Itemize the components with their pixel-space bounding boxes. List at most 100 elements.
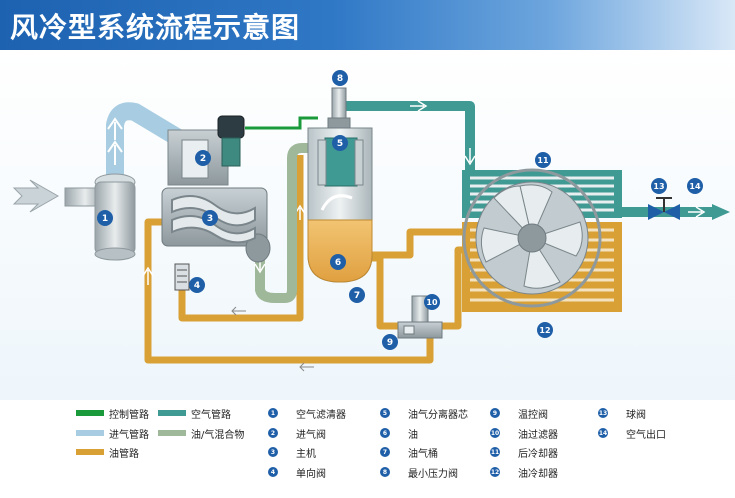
component-number: 12 bbox=[490, 467, 500, 477]
legend-label: 空气管路 bbox=[191, 409, 231, 421]
component-number: 10 bbox=[490, 428, 500, 438]
component-item: 7 油气桶 bbox=[380, 445, 438, 460]
legend-oil-line: 油管路 bbox=[76, 445, 139, 460]
badge-label: 1 bbox=[102, 214, 108, 224]
badge-air-outlet: 14 bbox=[687, 178, 703, 194]
component-name: 油气分离器芯 bbox=[408, 409, 468, 421]
legend-label: 油/气混合物 bbox=[191, 429, 245, 441]
legend-label: 控制管路 bbox=[109, 409, 149, 421]
flow-diagram-svg: 1 2 3 4 5 6 7 8 9 10 11 12 bbox=[12, 70, 730, 372]
control-line bbox=[245, 116, 318, 130]
legend-intake-line: 进气管路 bbox=[76, 426, 149, 441]
legend-control-line: 控制管路 bbox=[76, 406, 149, 421]
badge-air-filter: 1 bbox=[97, 210, 113, 226]
component-name: 油气桶 bbox=[408, 448, 438, 460]
mixture-line bbox=[255, 143, 320, 303]
badge-intake-valve: 2 bbox=[195, 150, 211, 166]
component-item: 9 温控阀 bbox=[490, 406, 548, 421]
intake-arrow bbox=[12, 179, 60, 213]
legend-label: 进气管路 bbox=[109, 429, 149, 441]
component-name: 油 bbox=[408, 429, 418, 441]
badge-label: 6 bbox=[335, 258, 341, 268]
badge-label: 3 bbox=[207, 214, 213, 224]
component-name: 温控阀 bbox=[518, 409, 548, 421]
min-pressure-valve bbox=[327, 87, 351, 129]
component-name: 空气滤清器 bbox=[296, 409, 346, 421]
legend-swatch bbox=[158, 430, 186, 436]
badge-separator: 5 bbox=[332, 135, 348, 151]
badge-check-valve: 4 bbox=[189, 277, 205, 293]
component-number: 3 bbox=[268, 447, 278, 457]
component-number: 4 bbox=[268, 467, 278, 477]
badge-tank: 7 bbox=[349, 287, 365, 303]
component-item: 12 油冷却器 bbox=[490, 465, 558, 480]
component-number: 11 bbox=[490, 447, 500, 457]
component-name: 空气出口 bbox=[626, 429, 666, 441]
badge-label: 7 bbox=[354, 291, 360, 301]
component-number: 6 bbox=[380, 428, 390, 438]
badge-ball-valve: 13 bbox=[651, 178, 667, 194]
component-item: 2 进气阀 bbox=[268, 426, 326, 441]
badge-label: 8 bbox=[337, 74, 343, 84]
page-title: 风冷型系统流程示意图 bbox=[10, 11, 301, 44]
component-number: 8 bbox=[380, 467, 390, 477]
component-number: 13 bbox=[598, 408, 608, 418]
component-item: 13 球阀 bbox=[598, 406, 646, 421]
check-valve bbox=[174, 263, 190, 291]
thermostatic-valve bbox=[397, 321, 443, 339]
component-item: 4 单向阀 bbox=[268, 465, 326, 480]
component-name: 油过滤器 bbox=[518, 429, 558, 441]
component-item: 14 空气出口 bbox=[598, 426, 666, 441]
badge-compressor: 3 bbox=[202, 210, 218, 226]
badge-label: 13 bbox=[653, 182, 664, 191]
badge-label: 4 bbox=[194, 281, 200, 291]
component-item: 1 空气滤清器 bbox=[268, 406, 346, 421]
badge-oil-filter: 10 bbox=[424, 294, 440, 310]
badge-min-pressure-valve: 8 bbox=[332, 70, 348, 86]
badge-label: 10 bbox=[426, 298, 438, 307]
component-name: 单向阀 bbox=[296, 468, 326, 480]
component-number: 7 bbox=[380, 447, 390, 457]
legend-swatch bbox=[76, 430, 104, 436]
legend-mixture-line: 油/气混合物 bbox=[158, 426, 245, 441]
title-banner: 风冷型系统流程示意图 bbox=[0, 0, 735, 50]
badge-label: 5 bbox=[337, 139, 343, 149]
badge-label: 2 bbox=[200, 154, 206, 164]
badge-label: 14 bbox=[689, 182, 701, 191]
legend-swatch bbox=[76, 449, 104, 455]
legend-swatch bbox=[76, 410, 104, 416]
oil-gas-tank bbox=[307, 127, 373, 283]
air-filter bbox=[64, 173, 136, 261]
badge-oil: 6 bbox=[330, 254, 346, 270]
component-number: 14 bbox=[598, 428, 608, 438]
component-number: 2 bbox=[268, 428, 278, 438]
component-number: 5 bbox=[380, 408, 390, 418]
ball-valve bbox=[648, 197, 680, 220]
badge-label: 9 bbox=[387, 338, 393, 348]
component-name: 球阀 bbox=[626, 409, 646, 421]
badge-thermostatic-valve: 9 bbox=[382, 334, 398, 350]
component-name: 后冷却器 bbox=[518, 448, 558, 460]
component-item: 8 最小压力阀 bbox=[380, 465, 458, 480]
intake-valve bbox=[167, 115, 245, 186]
badge-after-cooler: 11 bbox=[535, 152, 551, 168]
component-item: 11 后冷却器 bbox=[490, 445, 558, 460]
component-name: 最小压力阀 bbox=[408, 468, 458, 480]
component-item: 5 油气分离器芯 bbox=[380, 406, 468, 421]
component-item: 10 油过滤器 bbox=[490, 426, 558, 441]
badge-label: 12 bbox=[539, 326, 550, 335]
legend-label: 油管路 bbox=[109, 448, 139, 460]
badge-oil-cooler: 12 bbox=[537, 322, 553, 338]
component-number: 9 bbox=[490, 408, 500, 418]
legend-air-line: 空气管路 bbox=[158, 406, 231, 421]
badge-label: 11 bbox=[537, 156, 549, 165]
flow-diagram: 1 2 3 4 5 6 7 8 9 10 11 12 bbox=[0, 50, 735, 400]
compressor bbox=[161, 187, 271, 263]
fan bbox=[462, 168, 602, 308]
component-number: 1 bbox=[268, 408, 278, 418]
component-name: 油冷却器 bbox=[518, 468, 558, 480]
component-name: 进气阀 bbox=[296, 429, 326, 441]
